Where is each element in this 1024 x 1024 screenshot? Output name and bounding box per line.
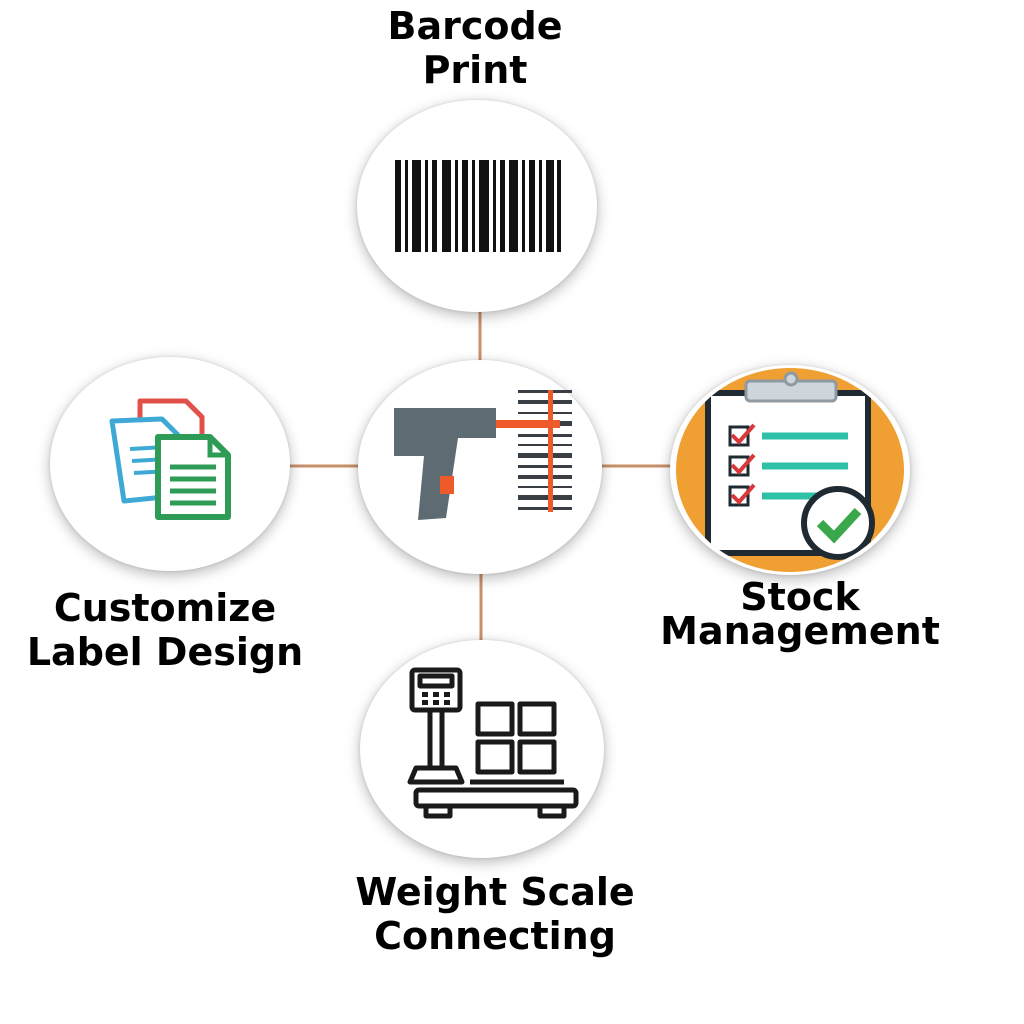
customize-label-label: Customize Label Design (10, 586, 320, 674)
barcode-scanner-node[interactable] (358, 360, 602, 574)
barcode-print-node[interactable] (357, 100, 597, 312)
barcode-print-label-line1: Barcode (387, 4, 563, 48)
barcode-scanner-icon (394, 390, 572, 520)
stock-management-node[interactable] (670, 365, 910, 575)
stock-management-label-line2: Management (660, 609, 940, 653)
weight-scale-label-line2: Connecting (374, 914, 616, 958)
customize-label-node[interactable] (50, 357, 290, 571)
stock-management-label: Stock Management (640, 575, 960, 653)
customize-label-label-line1: Customize (53, 586, 277, 630)
weight-scale-node[interactable] (360, 640, 604, 858)
weight-scale-label: Weight Scale Connecting (330, 870, 660, 958)
customize-label-label-line2: Label Design (26, 630, 304, 674)
barcode-icon (395, 160, 561, 252)
barcode-print-label-line2: Print (422, 48, 528, 92)
stock-management-label-line1: Stock (740, 575, 860, 619)
weight-scale-label-line1: Weight Scale (355, 870, 635, 914)
clipboard-checklist-icon (676, 368, 904, 572)
documents-icon (109, 398, 231, 520)
barcode-print-label: Barcode Print (335, 4, 615, 92)
weighing-scale-icon (407, 667, 579, 819)
